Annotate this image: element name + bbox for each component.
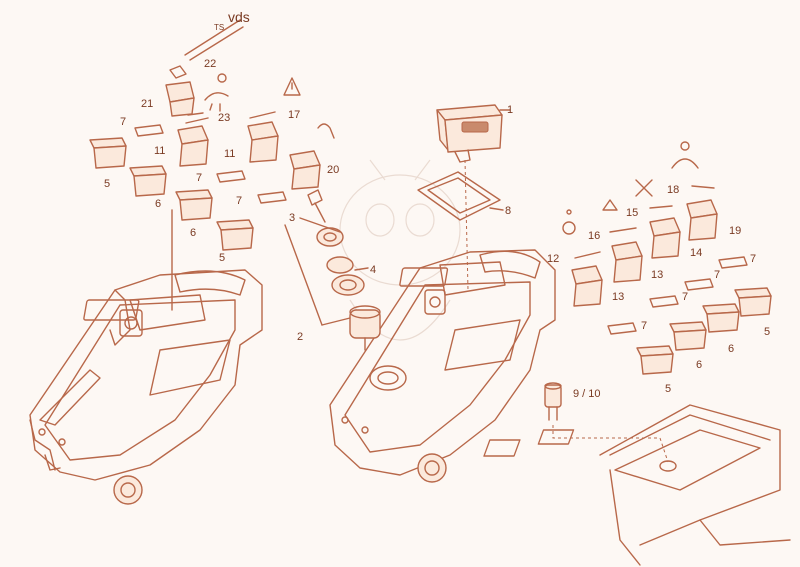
callout-17: 17	[288, 109, 300, 121]
callout-18: 18	[667, 184, 679, 196]
rocker-switches-right	[571, 185, 718, 307]
leader-1	[464, 159, 469, 291]
display-module-1	[436, 104, 511, 163]
switch-frames-right	[607, 256, 748, 335]
center-console	[329, 249, 556, 483]
callout-1: 1	[507, 104, 513, 116]
callout-5: 5	[665, 383, 671, 395]
switch-frames-left	[134, 124, 287, 204]
watermark-text: vds	[228, 9, 250, 25]
callout-5: 5	[764, 326, 770, 338]
rocker-switches-left	[165, 81, 321, 190]
callout-13: 13	[612, 291, 624, 303]
callout-11: 11	[154, 145, 165, 157]
callout-9-10: 9 / 10	[573, 388, 601, 400]
callout-7: 7	[682, 291, 688, 303]
callout-19: 19	[729, 225, 741, 237]
switch-blanks-left	[89, 137, 254, 251]
callout-6: 6	[155, 198, 161, 210]
callout-15: 15	[626, 207, 638, 219]
callout-4: 4	[370, 264, 376, 276]
callout-20: 20	[327, 164, 339, 176]
connector-9-10	[544, 382, 669, 463]
callout-5: 5	[219, 252, 225, 264]
symbol-icons-right	[562, 141, 699, 235]
callout-6: 6	[190, 227, 196, 239]
callout-16: 16	[588, 230, 600, 242]
callout-23: 23	[218, 112, 230, 124]
left-console	[29, 269, 263, 505]
callout-11: 11	[224, 148, 235, 160]
watermark-label: vds TS	[214, 9, 250, 32]
callout-2: 2	[297, 331, 303, 343]
callout-7: 7	[750, 253, 756, 265]
callout-21: 21	[141, 98, 153, 110]
cab-floor-section	[483, 404, 791, 566]
callout-13: 13	[651, 269, 663, 281]
callout-7: 7	[236, 195, 242, 207]
symbol-icons-left	[169, 19, 335, 139]
ignition-parts	[284, 189, 381, 351]
watermark-prefix: TS	[214, 23, 224, 32]
switch-blanks-right	[636, 287, 772, 375]
callout-7: 7	[641, 320, 647, 332]
callout-6: 6	[728, 343, 734, 355]
callout-5: 5	[104, 178, 110, 190]
callouts: 1 2 3 4 5 5 5 5 6 6 6 6 7 7 7 7 7 7 7 8 …	[104, 58, 770, 400]
callout-14: 14	[690, 247, 702, 259]
frame-8	[417, 171, 504, 221]
callout-22: 22	[204, 58, 216, 70]
callout-12: 12	[547, 253, 559, 265]
callout-7: 7	[714, 269, 720, 281]
callout-3: 3	[289, 212, 295, 224]
callout-7: 7	[120, 116, 126, 128]
callout-7: 7	[196, 172, 202, 184]
callout-6: 6	[696, 359, 702, 371]
callout-8: 8	[505, 205, 511, 217]
